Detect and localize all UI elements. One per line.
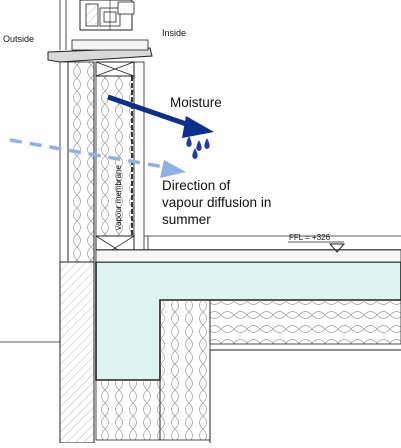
floor-finish bbox=[144, 235, 401, 251]
inside-label: Inside bbox=[162, 28, 187, 38]
window-frame bbox=[47, 0, 153, 63]
vapour-membrane-label: vapour membrane bbox=[114, 165, 123, 230]
droplets-icon bbox=[186, 136, 210, 159]
moisture-arrow bbox=[107, 94, 214, 138]
ffl-marker bbox=[288, 241, 346, 253]
moisture-label: Moisture bbox=[170, 95, 222, 110]
diffusion-arrow bbox=[9, 138, 186, 178]
lower-insulation bbox=[95, 299, 401, 443]
foundation-wall bbox=[0, 261, 95, 444]
outside-label: Outside bbox=[3, 34, 35, 44]
direction-label-line3: summer bbox=[162, 212, 211, 227]
direction-label-line2: vapour diffusion in bbox=[162, 195, 272, 210]
direction-label-line1: Direction of bbox=[162, 178, 231, 193]
ffl-label: FFL = +326 bbox=[289, 233, 331, 242]
outer-cladding bbox=[59, 61, 95, 263]
